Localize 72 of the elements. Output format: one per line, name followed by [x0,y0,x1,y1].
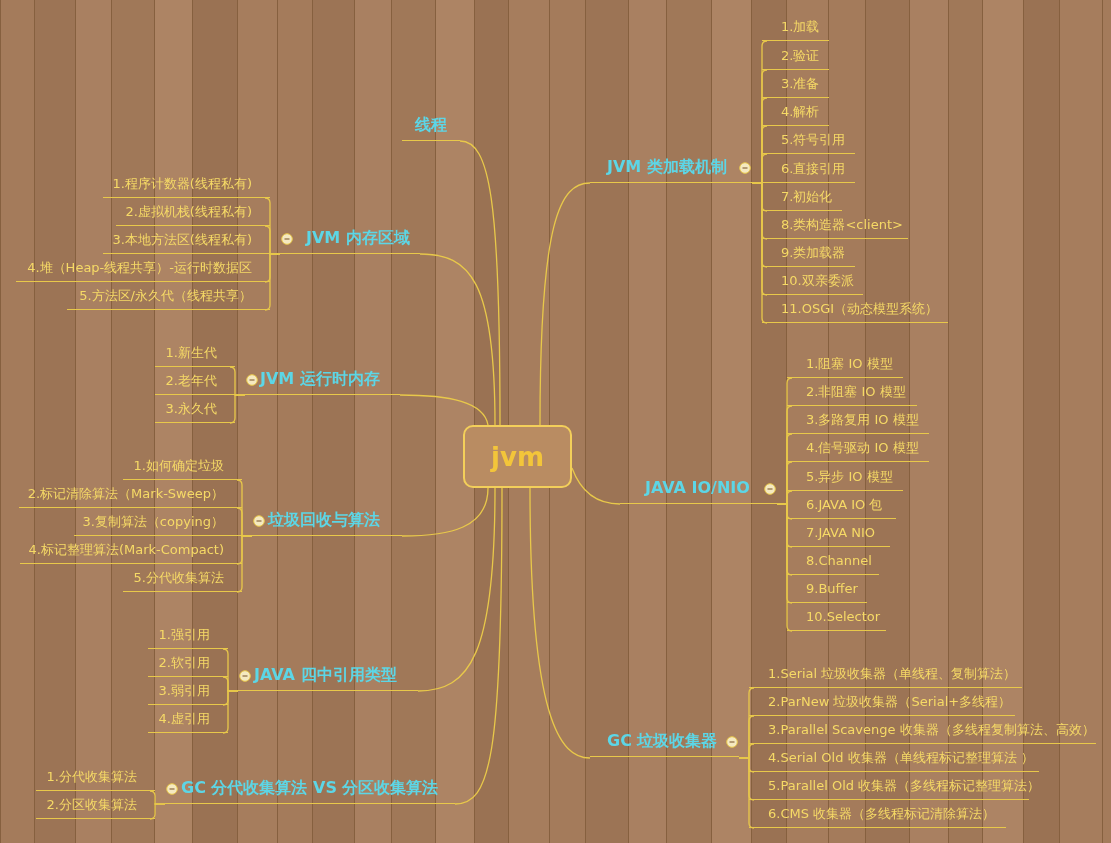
connector-line [776,503,793,632]
subtopic-label: 1.阻塞 IO 模型 [787,351,903,378]
subtopic-label: 7.JAVA NIO [787,520,890,547]
subtopic-label: 6.直接引用 [762,156,855,183]
subtopic-label: 3.永久代 [155,396,235,423]
subtopic-label: 4.虚引用 [148,706,228,733]
subtopic-label: 9.类加载器 [762,240,855,267]
subtopic-label: 1.程序计数器(线程私有) [103,171,270,198]
subtopic-label: 2.老年代 [155,368,235,395]
subtopic-label: 2.分区收集算法 [36,792,155,819]
subtopic-label: 4.Serial Old 收集器（单线程标记整理算法 ） [749,745,1039,772]
subtopic-label: 4.解析 [762,99,829,126]
subtopic-label: 2.标记清除算法（Mark-Sweep） [19,481,242,508]
connector-line [417,487,496,692]
subtopic-label: 3.Parallel Scavenge 收集器（多线程复制算法、高效） [749,717,1096,744]
subtopic-label: 10.双亲委派 [762,268,863,295]
branch-topic: JVM 类加载机制 [590,153,752,183]
connector-line [264,253,281,311]
branch-topic: GC 分代收集算法 VS 分区收集算法 [165,774,455,804]
subtopic-label: 5.方法区/永久代（线程共享） [67,283,270,310]
subtopic-label: 8.Channel [787,548,879,575]
subtopic-label: 3.复制算法（copying） [74,509,242,536]
branch-topic: 线程 [402,111,460,141]
branch-topic: 垃圾回收与算法 [252,506,402,536]
subtopic-label: 2.虚拟机栈(线程私有) [116,199,270,226]
connector-line [401,487,489,537]
branch-topic: JAVA IO/NIO [620,474,777,504]
subtopic-label: 2.ParNew 垃圾收集器（Serial+多线程） [749,689,1015,716]
subtopic-label: 6.CMS 收集器（多线程标记清除算法） [749,801,1006,828]
subtopic-label: 2.验证 [762,43,829,70]
subtopic-label: 3.准备 [762,71,829,98]
central-topic-box: jvm [463,425,572,488]
subtopic-label: 6.JAVA IO 包 [787,492,896,519]
connector-line [454,487,503,805]
subtopic-label: 1.强引用 [148,622,228,649]
connector-line [222,690,239,734]
connector-line [571,467,621,505]
branch-topic: JVM 运行时内存 [245,365,400,395]
connector-line [399,394,489,426]
subtopic-label: 5.分代收集算法 [123,565,242,592]
subtopic-label: 2.软引用 [148,650,228,677]
branch-topic: GC 垃圾收集器 [590,727,739,757]
subtopic-label: 3.本地方法区(线程私有) [103,227,270,254]
subtopic-label: 2.非阻塞 IO 模型 [787,379,917,406]
branch-topic: JAVA 四中引用类型 [238,661,418,691]
subtopic-label: 1.新生代 [155,340,235,367]
branch-topic: JVM 内存区域 [280,224,420,254]
subtopic-label: 9.Buffer [787,576,867,603]
subtopic-label: 7.初始化 [762,184,842,211]
subtopic-label: 5.异步 IO 模型 [787,464,903,491]
subtopic-label: 4.信号驱动 IO 模型 [787,435,929,462]
subtopic-label: 1.Serial 垃圾收集器（单线程、复制算法） [749,661,1022,688]
subtopic-label: 8.类构造器<client> [762,212,908,239]
connector-line [738,757,755,829]
connector-line [229,394,246,424]
connector-line [459,140,501,426]
connector-line [419,253,496,426]
subtopic-label: 10.Selector [787,604,886,631]
connector-line [751,182,768,324]
subtopic-label: 4.标记整理算法(Mark-Compact) [20,537,242,564]
subtopic-label: 4.堆（Heap-线程共享）-运行时数据区 [16,255,270,282]
connector-line [149,803,166,820]
subtopic-label: 3.弱引用 [148,678,228,705]
subtopic-label: 3.多路复用 IO 模型 [787,407,929,434]
subtopic-label: 5.符号引用 [762,127,855,154]
subtopic-label: 1.分代收集算法 [36,764,155,791]
connector-line [529,487,591,759]
subtopic-label: 11.OSGI（动态模型系统） [762,296,948,323]
subtopic-label: 1.如何确定垃圾 [123,453,242,480]
connector-line [539,182,591,426]
connector-line [236,535,253,593]
subtopic-label: 1.加载 [762,14,829,41]
